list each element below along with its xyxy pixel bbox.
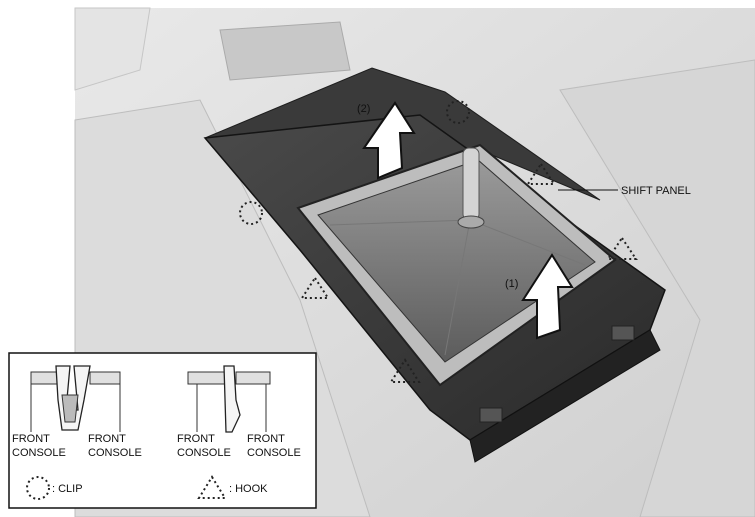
clip-left-label-line1: FRONT xyxy=(12,433,50,445)
arrow-up-2 xyxy=(362,101,416,180)
clip-marker-left xyxy=(239,201,263,225)
hook-right-label-line2: CONSOLE xyxy=(247,447,301,459)
hook-marker-left xyxy=(300,276,330,299)
clip-key-label: : CLIP xyxy=(52,483,83,495)
shift-boot xyxy=(317,159,596,363)
callout-step-1: (1) xyxy=(505,278,518,290)
shift-lever xyxy=(462,147,480,221)
shift-panel-label: SHIFT PANEL xyxy=(621,185,691,197)
clip-right-label-line2: CONSOLE xyxy=(88,447,142,459)
arrow-up-1 xyxy=(521,253,574,340)
hook-marker-right xyxy=(606,236,638,260)
hook-key-label: : HOOK xyxy=(229,483,268,495)
shift-lever-base xyxy=(457,215,485,229)
armrest-left xyxy=(74,7,151,91)
clip-left-label-line2: CONSOLE xyxy=(12,447,66,459)
shift-panel-front-edge xyxy=(469,329,661,463)
callout-step-2: (2) xyxy=(357,103,370,115)
hook-left-label-line1: FRONT xyxy=(177,433,215,445)
hook-left-label-line2: CONSOLE xyxy=(177,447,231,459)
clip-cross-section xyxy=(30,365,121,432)
clip-key-icon xyxy=(26,476,50,500)
clip-right-label-line1: FRONT xyxy=(88,433,126,445)
hook-marker-bottom xyxy=(389,358,421,383)
clip-marker-top xyxy=(446,100,470,124)
hook-marker-right-upper xyxy=(526,162,556,185)
panel-tab-right xyxy=(611,325,635,341)
panel-tab-left xyxy=(479,407,503,423)
hook-cross-section xyxy=(187,365,271,433)
console-side-right xyxy=(559,59,755,517)
dash-vent xyxy=(219,21,351,81)
hook-right-label-line1: FRONT xyxy=(247,433,285,445)
